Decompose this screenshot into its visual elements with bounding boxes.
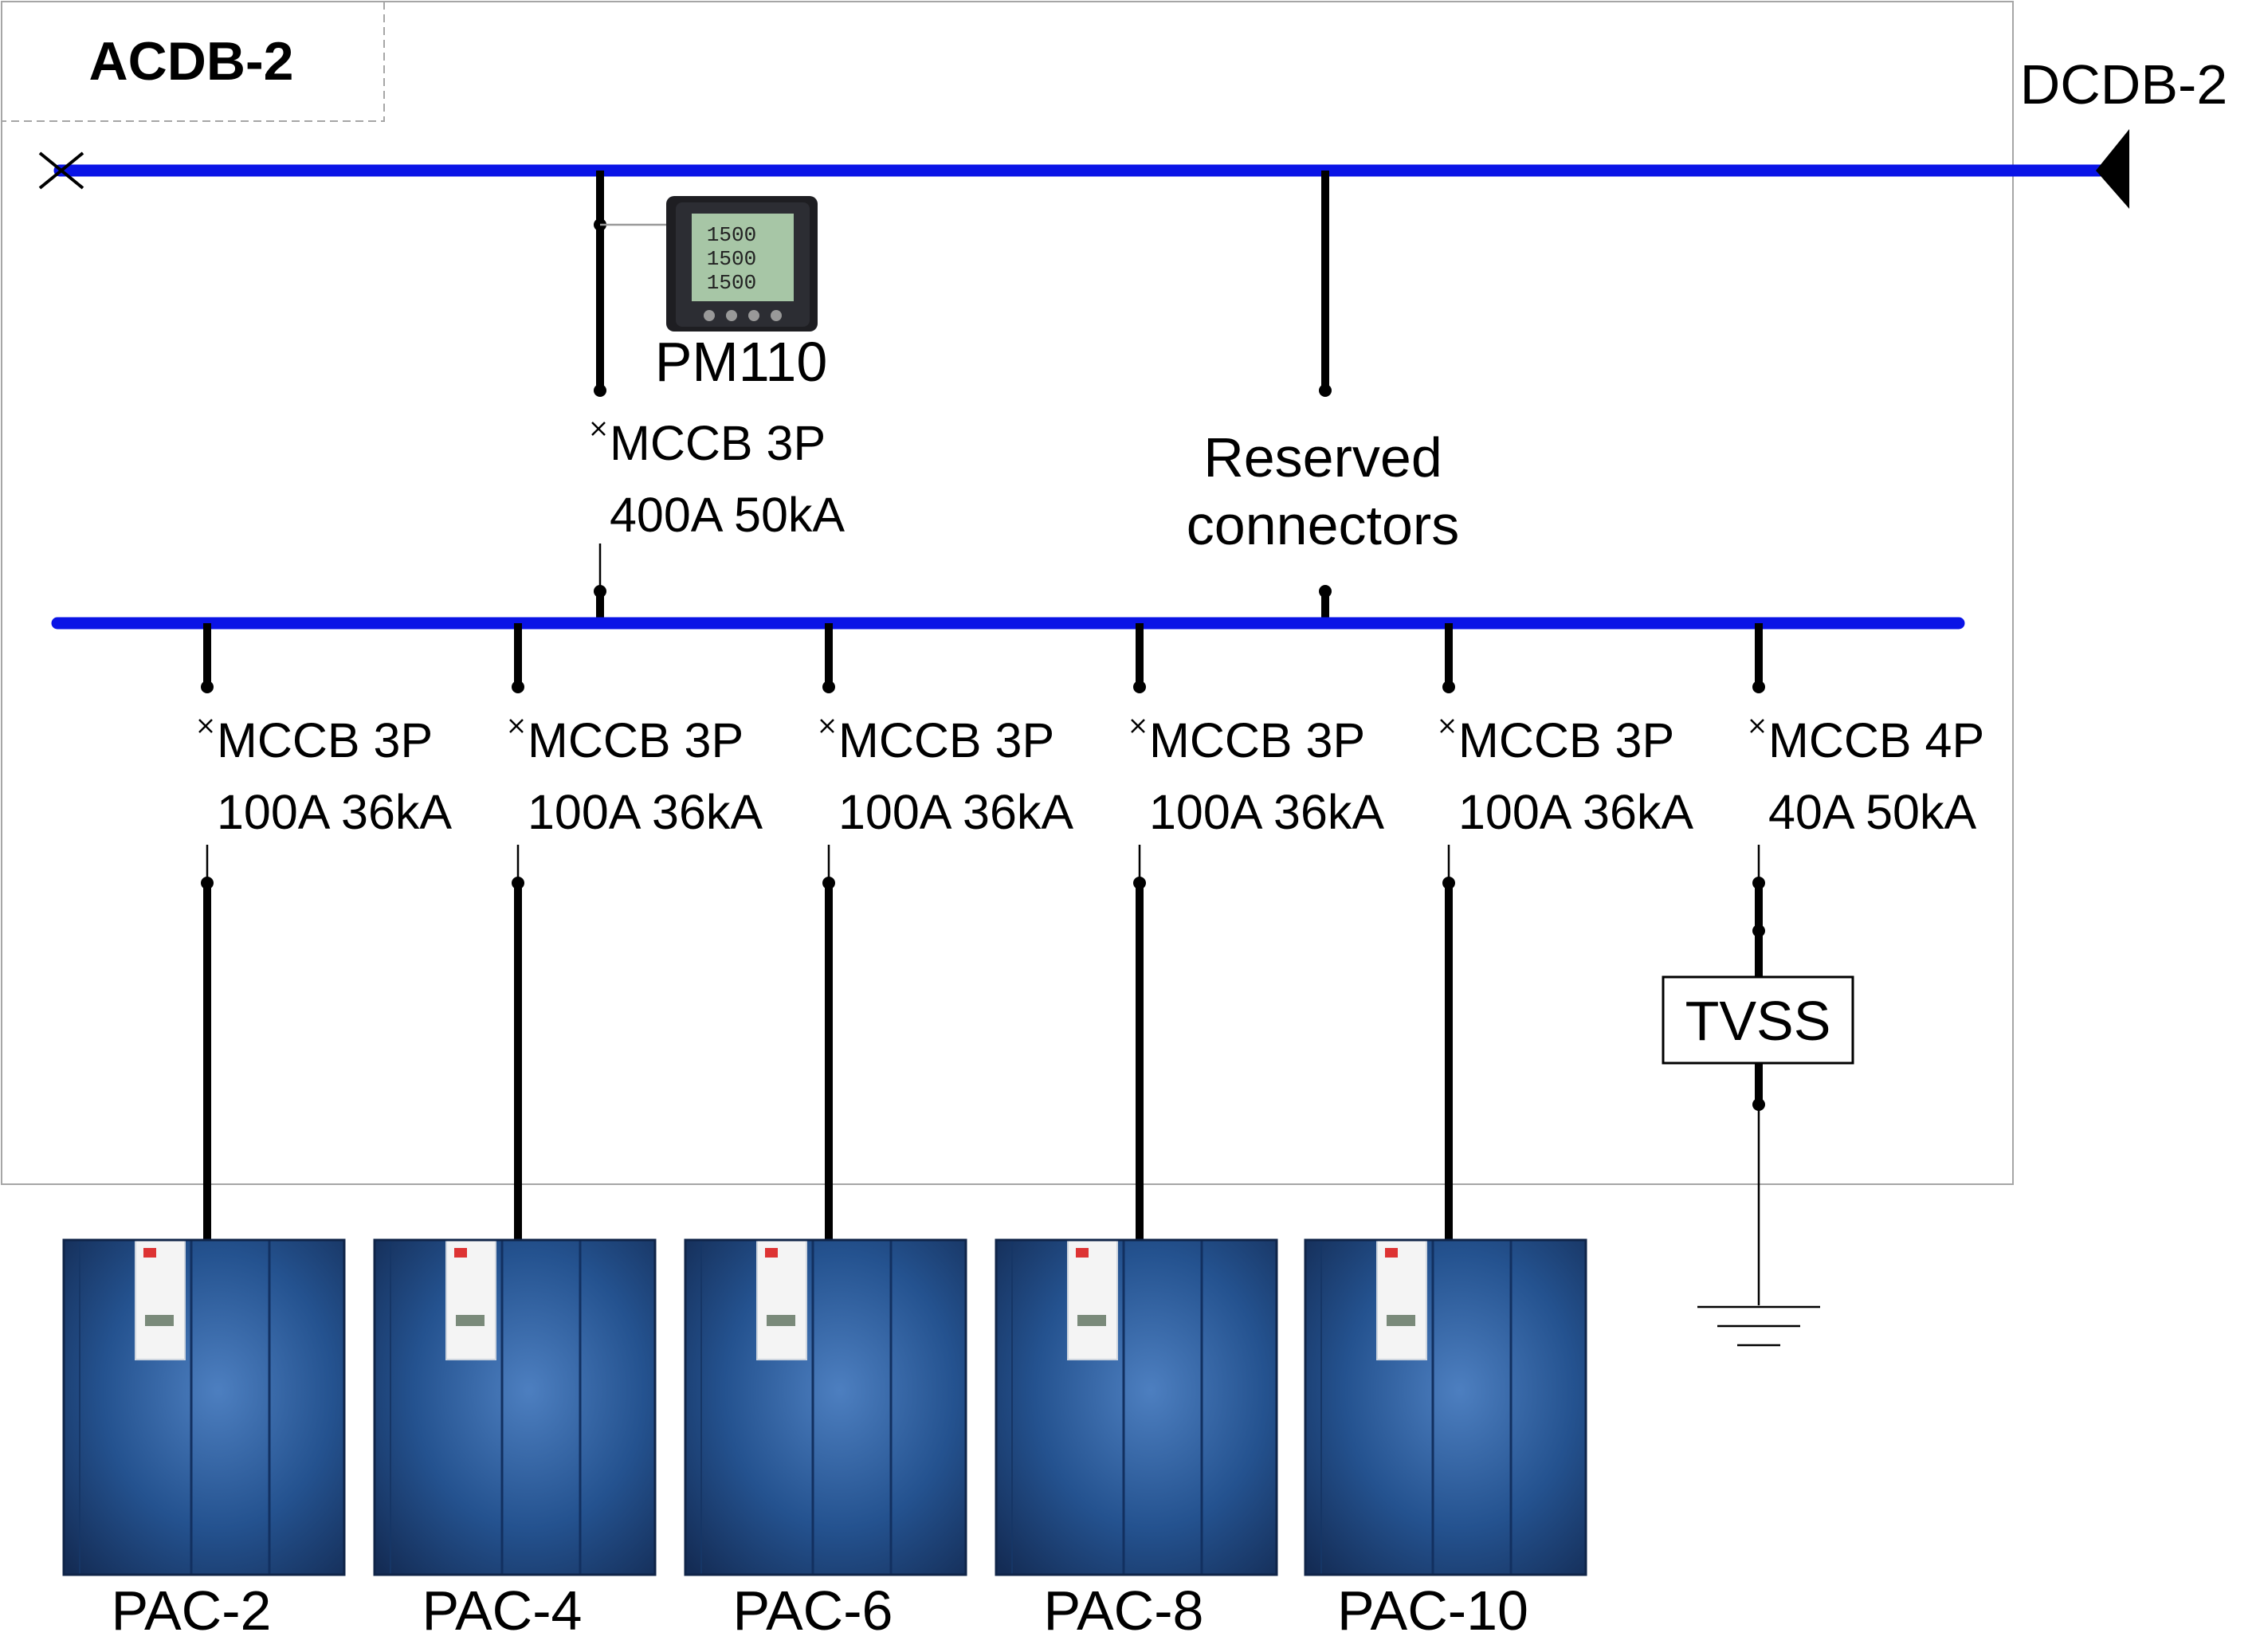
feeder-breaker-rating: 100A 36kA <box>838 785 1073 839</box>
feeders: MCCB 3P 100A 36kA PAC-2 MCCB 3P 100A 36kA PAC… <box>62 623 1693 1642</box>
tvss-breaker-type: MCCB 4P <box>1768 713 1984 767</box>
title-box <box>1 1 385 122</box>
feeder-breaker-type: MCCB 3P <box>1458 713 1674 767</box>
reserved-line1: Reserved <box>1203 426 1442 489</box>
power-meter-icon: 1500 1500 1500 <box>666 196 818 332</box>
feeder-breaker-type: MCCB 3P <box>838 713 1054 767</box>
tvss-label: TVSS <box>1685 990 1831 1052</box>
air-conditioner-icon <box>1304 1238 1587 1576</box>
load-label: PAC-6 <box>733 1579 893 1642</box>
tvss-breaker-rating: 40A 50kA <box>1768 785 1976 839</box>
power-meter-label: PM110 <box>655 331 828 393</box>
main-breaker-rating: 400A 50kA <box>610 488 845 542</box>
feeder: MCCB 3P 100A 36kA PAC-2 <box>62 623 452 1642</box>
feeder-breaker-rating: 100A 36kA <box>217 785 452 839</box>
source-label: DCDB-2 <box>2020 53 2228 116</box>
load-label: PAC-8 <box>1044 1579 1204 1642</box>
feeder-breaker-rating: 100A 36kA <box>1149 785 1384 839</box>
air-conditioner-icon <box>684 1238 967 1576</box>
load-label: PAC-2 <box>112 1579 272 1642</box>
reserved-line2: connectors <box>1187 494 1459 556</box>
svg-text:1500: 1500 <box>707 223 756 247</box>
main-breaker-type: MCCB 3P <box>610 416 826 470</box>
feeder: MCCB 3P 100A 36kA PAC-10 <box>1304 623 1693 1642</box>
feeder-breaker-rating: 100A 36kA <box>1458 785 1693 839</box>
feeder: MCCB 3P 100A 36kA PAC-6 <box>684 623 1073 1642</box>
incoming-busbar <box>38 129 2129 209</box>
feeder-breaker-type: MCCB 3P <box>528 713 744 767</box>
panel-title: ACDB-2 <box>89 31 294 92</box>
svg-text:1500: 1500 <box>707 247 756 271</box>
feeder-breaker-type: MCCB 3P <box>217 713 433 767</box>
feeder: MCCB 3P 100A 36kA PAC-8 <box>995 623 1384 1642</box>
ground-icon <box>1697 1305 1820 1347</box>
feeder: MCCB 3P 100A 36kA PAC-4 <box>373 623 763 1642</box>
tvss-feeder <box>1662 623 1854 1347</box>
svg-text:1500: 1500 <box>707 271 756 295</box>
load-label: PAC-4 <box>422 1579 583 1642</box>
air-conditioner-icon <box>62 1238 346 1576</box>
panel-border <box>1 1 2014 1185</box>
tvss-box <box>1662 975 1854 1065</box>
reserved-drop <box>1319 171 1332 623</box>
feeder-breaker-type: MCCB 3P <box>1149 713 1365 767</box>
main-breaker-drop <box>591 171 685 623</box>
air-conditioner-icon <box>373 1238 657 1576</box>
feeder-breaker-rating: 100A 36kA <box>528 785 763 839</box>
source-arrow-icon <box>2096 129 2129 209</box>
air-conditioner-icon <box>995 1238 1278 1576</box>
load-label: PAC-10 <box>1337 1579 1528 1642</box>
